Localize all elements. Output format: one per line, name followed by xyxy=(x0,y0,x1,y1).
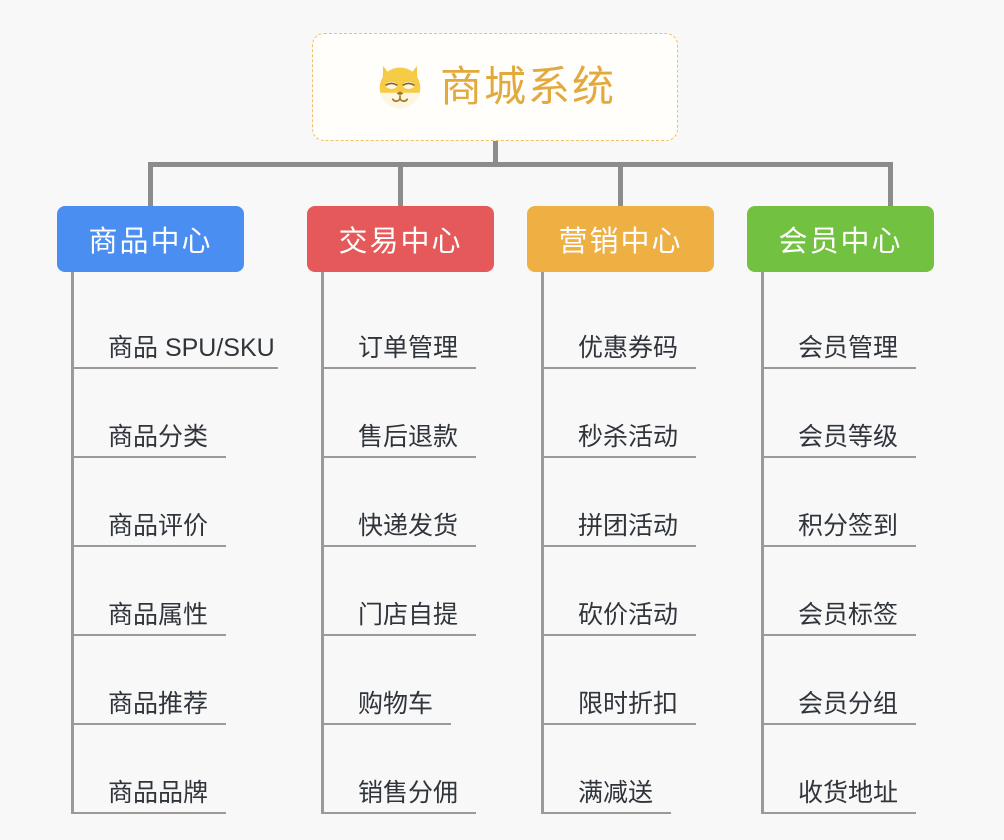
leaf-list-1: 商品 SPU/SKU 商品分类 商品评价 商品属性 商品推荐 商品品牌 xyxy=(71,272,307,814)
list-item[interactable]: 商品评价 xyxy=(74,458,307,547)
list-item[interactable]: 拼团活动 xyxy=(544,458,747,547)
category-header-3[interactable]: 营销中心 xyxy=(527,206,714,272)
list-item[interactable]: 商品品牌 xyxy=(74,725,307,814)
branch-column-2: 交易中心 订单管理 售后退款 快递发货 门店自提 购物车 销售分佣 xyxy=(307,206,527,814)
shiba-dog-face-icon xyxy=(379,65,421,109)
category-header-2[interactable]: 交易中心 xyxy=(307,206,494,272)
list-item[interactable]: 门店自提 xyxy=(324,547,527,636)
list-item[interactable]: 积分签到 xyxy=(764,458,967,547)
list-item[interactable]: 会员标签 xyxy=(764,547,967,636)
connector-drop-1 xyxy=(148,162,153,208)
leaf-list-4: 会员管理 会员等级 积分签到 会员标签 会员分组 收货地址 xyxy=(761,272,967,814)
list-item[interactable]: 商品属性 xyxy=(74,547,307,636)
list-item[interactable]: 满减送 xyxy=(544,725,747,814)
list-item[interactable]: 订单管理 xyxy=(324,280,527,369)
list-item[interactable]: 快递发货 xyxy=(324,458,527,547)
list-item[interactable]: 收货地址 xyxy=(764,725,967,814)
connector-drop-2 xyxy=(398,162,403,208)
list-item[interactable]: 会员等级 xyxy=(764,369,967,458)
leaf-list-3: 优惠券码 秒杀活动 拼团活动 砍价活动 限时折扣 满减送 xyxy=(541,272,747,814)
list-item[interactable]: 砍价活动 xyxy=(544,547,747,636)
connector-root-stem xyxy=(493,141,498,167)
branch-column-1: 商品中心 商品 SPU/SKU 商品分类 商品评价 商品属性 商品推荐 商品品牌 xyxy=(57,206,307,814)
branch-column-3: 营销中心 优惠券码 秒杀活动 拼团活动 砍价活动 限时折扣 满减送 xyxy=(527,206,747,814)
list-item[interactable]: 限时折扣 xyxy=(544,636,747,725)
root-node[interactable]: 商城系统 xyxy=(312,33,678,141)
list-item[interactable]: 优惠券码 xyxy=(544,280,747,369)
list-item[interactable]: 会员管理 xyxy=(764,280,967,369)
list-item[interactable]: 商品推荐 xyxy=(74,636,307,725)
category-header-4[interactable]: 会员中心 xyxy=(747,206,934,272)
connector-horizontal-bus xyxy=(148,162,893,167)
list-item[interactable]: 秒杀活动 xyxy=(544,369,747,458)
list-item[interactable]: 售后退款 xyxy=(324,369,527,458)
category-header-1[interactable]: 商品中心 xyxy=(57,206,244,272)
connector-drop-3 xyxy=(618,162,623,208)
leaf-list-2: 订单管理 售后退款 快递发货 门店自提 购物车 销售分佣 xyxy=(321,272,527,814)
list-item[interactable]: 销售分佣 xyxy=(324,725,527,814)
connector-drop-4 xyxy=(888,162,893,208)
branch-column-4: 会员中心 会员管理 会员等级 积分签到 会员标签 会员分组 收货地址 xyxy=(747,206,967,814)
list-item[interactable]: 购物车 xyxy=(324,636,527,725)
list-item[interactable]: 会员分组 xyxy=(764,636,967,725)
list-item[interactable]: 商品分类 xyxy=(74,369,307,458)
list-item[interactable]: 商品 SPU/SKU xyxy=(74,280,307,369)
root-title: 商城系统 xyxy=(439,63,616,110)
